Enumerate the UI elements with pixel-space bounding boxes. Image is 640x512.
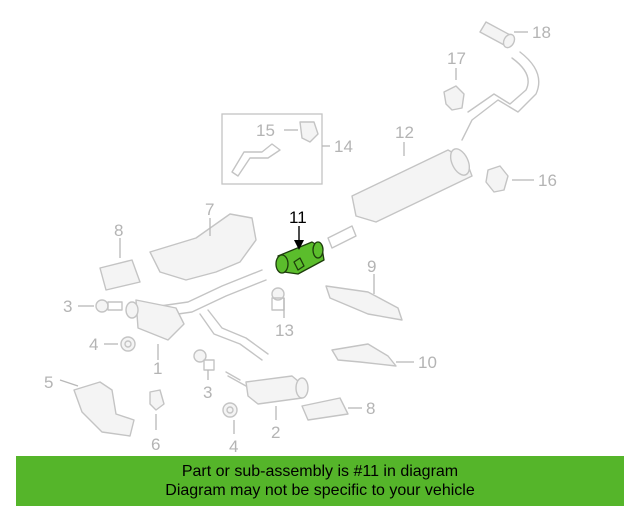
part-8-lower-shield: 8 bbox=[301, 397, 375, 421]
part-1-y-pipe-converter: 1 bbox=[125, 269, 269, 378]
callout-10: 10 bbox=[418, 353, 437, 372]
part-3-bolt-left: 3 bbox=[63, 297, 123, 316]
callout-8-upper: 8 bbox=[114, 221, 123, 240]
exhaust-parts-diagram: 18 17 15 14 12 16 7 bbox=[44, 21, 557, 456]
part-4-nut-left: 4 bbox=[89, 335, 136, 354]
callout-15: 15 bbox=[256, 121, 275, 140]
part-4-nut-lower: 4 bbox=[222, 402, 238, 456]
callout-3-lower: 3 bbox=[203, 383, 212, 402]
callout-3-left: 3 bbox=[63, 297, 72, 316]
callout-13: 12 bbox=[395, 123, 414, 142]
banner-line-2: Diagram may not be specific to your vehi… bbox=[165, 482, 475, 499]
callout-11: 11 bbox=[289, 208, 307, 227]
callout-12: 13 bbox=[275, 321, 294, 340]
part-13-muffler: 12 bbox=[327, 123, 473, 249]
part-9-heat-shield: 9 bbox=[325, 257, 403, 321]
part-7-heat-shield: 7 bbox=[149, 200, 257, 281]
callout-4-lower: 4 bbox=[229, 437, 238, 456]
part-8-upper-shield: 8 bbox=[99, 221, 141, 291]
part-2-converter: 2 bbox=[225, 371, 309, 442]
callout-7: 7 bbox=[205, 200, 214, 219]
callout-6: 6 bbox=[151, 435, 160, 454]
callout-1: 1 bbox=[153, 359, 162, 378]
part-17-hanger: 17 bbox=[443, 49, 466, 111]
part-5-bracket: 5 bbox=[44, 373, 135, 437]
callout-14: 14 bbox=[334, 137, 353, 156]
callout-16: 16 bbox=[538, 171, 557, 190]
part-6-clip: 6 bbox=[149, 389, 165, 454]
callout-4-left: 4 bbox=[89, 335, 98, 354]
callout-17: 17 bbox=[447, 49, 466, 68]
part-3-bolt-lower: 3 bbox=[193, 349, 215, 402]
part-12-bolt: 13 bbox=[271, 287, 294, 340]
callout-5: 5 bbox=[44, 373, 53, 392]
inset-box-14-15: 15 14 bbox=[221, 113, 353, 185]
banner-line-1: Part or sub-assembly is #11 in diagram bbox=[181, 463, 459, 480]
part-10-heat-shield: 10 bbox=[331, 343, 437, 372]
part-11-highlighted: 11 bbox=[275, 208, 325, 275]
callout-2: 2 bbox=[271, 423, 280, 442]
part-18-tailpipe-tip: 18 bbox=[479, 21, 551, 49]
info-banner: Part or sub-assembly is #11 in diagram D… bbox=[16, 456, 624, 506]
part-16-hanger: 16 bbox=[485, 165, 557, 193]
callout-18: 18 bbox=[532, 23, 551, 42]
callout-8-lower: 8 bbox=[366, 399, 375, 418]
callout-9: 9 bbox=[367, 257, 376, 276]
